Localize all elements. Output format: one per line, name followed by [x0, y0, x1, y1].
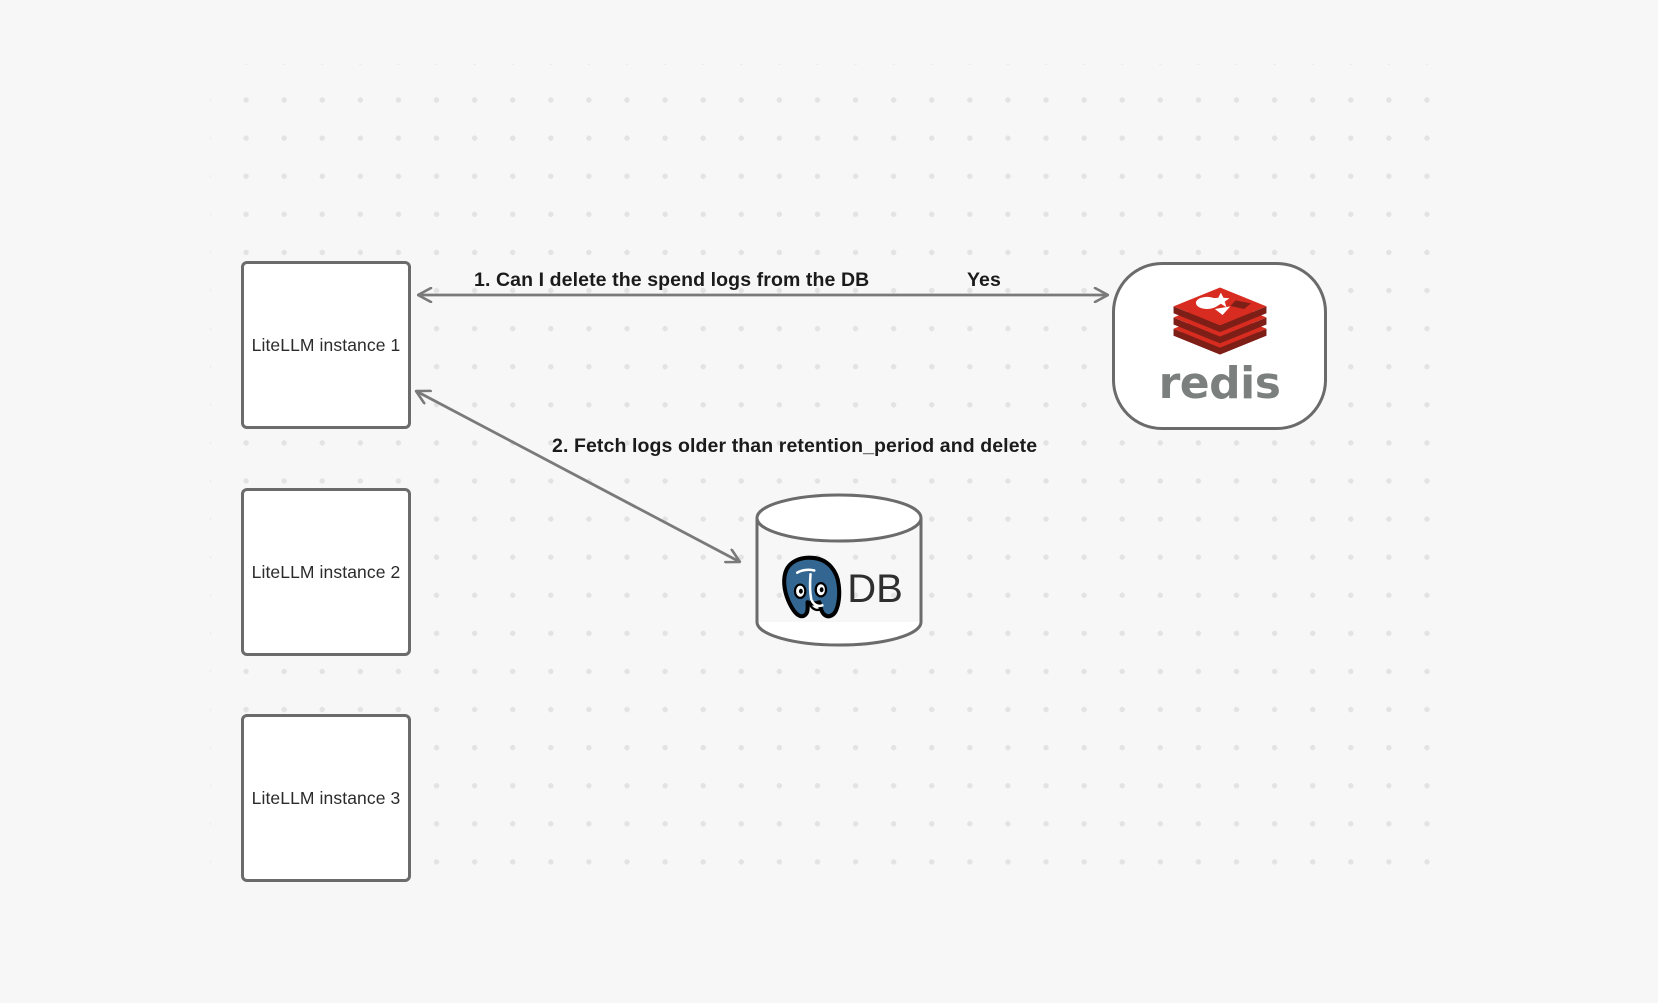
edge-label-yes: Yes: [967, 269, 1001, 291]
db-cylinder-shape: [755, 493, 923, 647]
edge-instance1-db: [416, 391, 740, 562]
node-litellm-instance-1[interactable]: LiteLLM instance 1: [241, 261, 411, 429]
node-label-litellm-instance-3: LiteLLM instance 3: [251, 787, 401, 808]
db-logo-group: DB: [754, 544, 924, 634]
redis-wordmark: redis: [1158, 358, 1281, 409]
redis-logo-group: redis: [1159, 284, 1281, 406]
edge-label-step-2: 2. Fetch logs older than retention_perio…: [552, 435, 1038, 457]
db-label: DB: [847, 567, 903, 611]
edge-label-step-1: 1. Can I delete the spend logs from the …: [474, 269, 870, 291]
postgresql-elephant-logo: [782, 555, 842, 619]
node-redis[interactable]: redis: [1112, 262, 1327, 430]
node-postgres-db[interactable]: DB: [754, 492, 924, 648]
node-label-litellm-instance-2: LiteLLM instance 2: [251, 561, 401, 582]
node-litellm-instance-3[interactable]: LiteLLM instance 3: [241, 714, 411, 882]
node-litellm-instance-2[interactable]: LiteLLM instance 2: [241, 488, 411, 656]
redis-logo: [1173, 287, 1266, 355]
node-label-litellm-instance-1: LiteLLM instance 1: [251, 334, 401, 355]
